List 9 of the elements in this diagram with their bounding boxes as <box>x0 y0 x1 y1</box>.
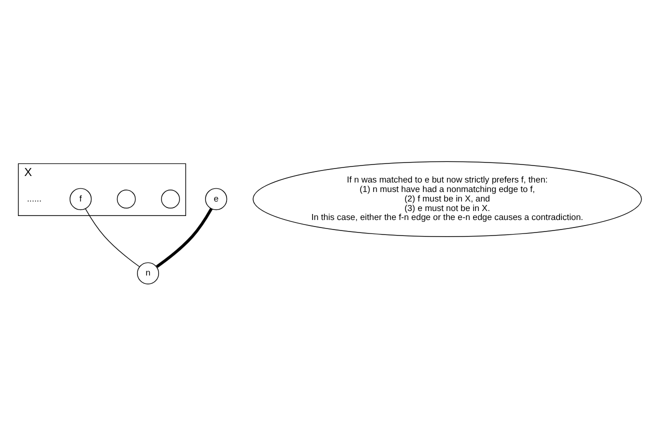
node-circle: n <box>137 262 160 284</box>
connector <box>156 208 213 268</box>
node-ellipse: If n was matched to e but now strictly prefers f, then: (1) n must have had a nonmatching edge to f, (2) f must be in X, and (3) e must not be in X. In this case, either the f-n edge or the e-n edge causes a contradiction. <box>252 161 642 237</box>
node-circle: f <box>70 188 92 210</box>
node-circle <box>161 190 180 209</box>
connector <box>85 208 140 267</box>
node-circle: e <box>205 188 228 210</box>
node-circle <box>116 190 136 209</box>
label: ...... <box>27 193 42 204</box>
